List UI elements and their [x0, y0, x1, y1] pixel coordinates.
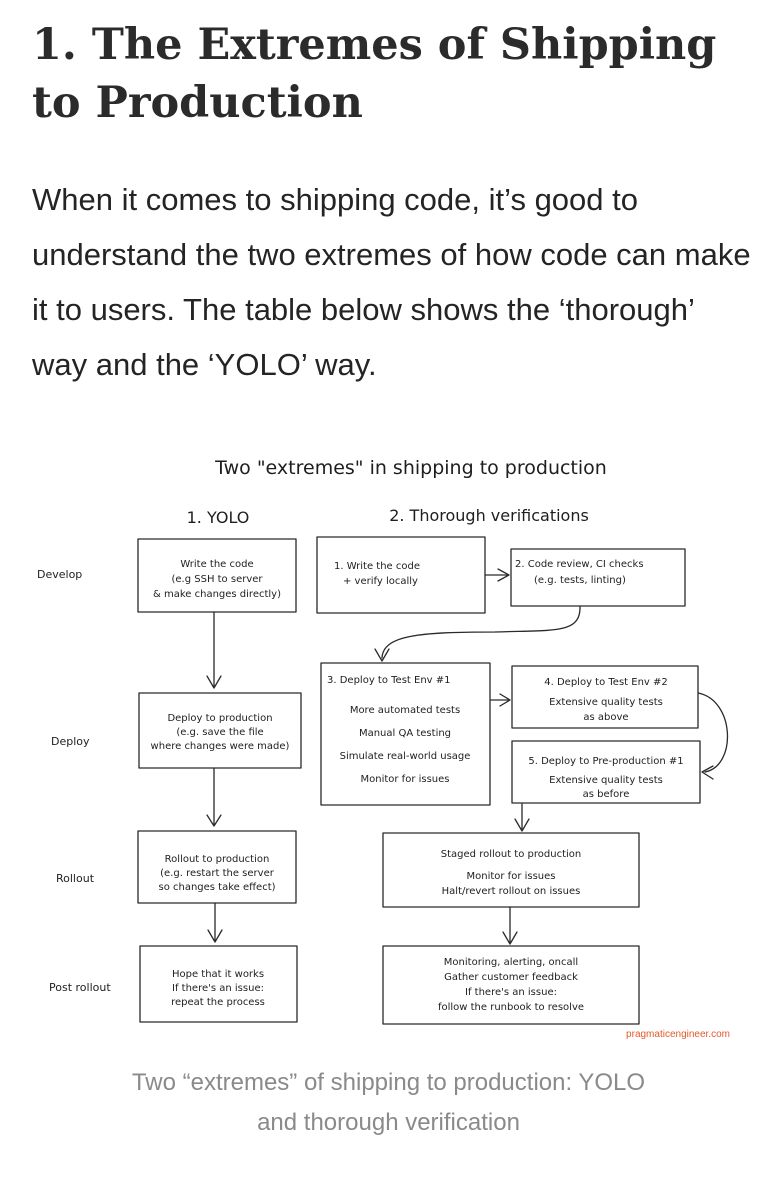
yolo-deploy-line-1: Deploy to production [167, 713, 272, 724]
arrow-write-to-review [484, 568, 510, 582]
thorough-test2-box [511, 665, 699, 729]
yolo-develop-line-3: & make changes directly) [153, 589, 281, 600]
row-label-deploy: Deploy [51, 735, 90, 748]
yolo-post-line-3: repeat the process [171, 997, 265, 1008]
thorough-post-line-1: Monitoring, alerting, oncall [444, 957, 578, 968]
column-heading-yolo: 1. YOLO [187, 508, 250, 527]
arrow-deploy-to-rollout [206, 767, 222, 827]
thorough-write-line-1: 1. Write the code [334, 561, 420, 572]
thorough-test1-item-2: Manual QA testing [359, 728, 451, 739]
yolo-rollout-line-1: Rollout to production [165, 854, 270, 865]
thorough-test2-line-3: as above [583, 712, 628, 723]
thorough-post-line-2: Gather customer feedback [444, 972, 578, 983]
thorough-test1-item-1: More automated tests [350, 705, 460, 716]
intro-paragraph: When it comes to shipping code, it’s goo… [32, 182, 751, 382]
arrow-preprod-to-rollout [514, 803, 530, 832]
thorough-preprod-line-3: as before [583, 789, 630, 800]
thorough-test2-line-2: Extensive quality tests [549, 697, 663, 708]
thorough-post-line-4: follow the runbook to resolve [438, 1002, 584, 1013]
column-heading-thorough: 2. Thorough verifications [389, 506, 589, 525]
arrow-test2-to-preprod [697, 692, 729, 780]
thorough-rollout-box [382, 832, 640, 908]
diagram-canvas: Two "extremes" in shipping to production… [37, 457, 730, 1040]
arrow-develop-to-deploy [206, 611, 222, 689]
yolo-post-line-1: Hope that it works [172, 969, 264, 980]
figure-caption: Two “extremes” of shipping to production… [131, 1069, 646, 1136]
arrow-review-to-test1 [374, 605, 581, 662]
thorough-post-box [382, 945, 640, 1025]
thorough-preprod-line-2: Extensive quality tests [549, 775, 663, 786]
yolo-develop-line-1: Write the code [180, 559, 253, 570]
thorough-review-line-1: 2. Code review, CI checks [515, 559, 644, 570]
thorough-write-box [316, 536, 486, 614]
diagram-title: Two "extremes" in shipping to production [214, 457, 607, 479]
shipping-diagram: Two "extremes" in shipping to production… [25, 438, 752, 1050]
thorough-test2-line-1: 4. Deploy to Test Env #2 [544, 677, 668, 688]
arrow-rollout-to-post [207, 902, 223, 943]
yolo-rollout-line-2: (e.g. restart the server [160, 868, 275, 879]
yolo-rollout-line-3: so changes take effect) [158, 882, 275, 893]
thorough-write-line-2: + verify locally [343, 576, 418, 587]
yolo-develop-line-2: (e.g SSH to server [171, 574, 263, 585]
article-heading: 1. The Extremes of Shipping to Productio… [32, 20, 717, 128]
yolo-deploy-box [138, 692, 302, 769]
thorough-preprod-line-1: 5. Deploy to Pre-production #1 [528, 756, 683, 767]
thorough-test1-box [320, 662, 491, 806]
yolo-develop-box [137, 538, 297, 613]
thorough-post-line-3: If there's an issue: [465, 987, 557, 998]
yolo-deploy-line-3: where changes were made) [151, 741, 290, 752]
yolo-post-line-2: If there's an issue: [172, 983, 264, 994]
thorough-test1-item-3: Simulate real-world usage [340, 751, 471, 762]
thorough-test1-title: 3. Deploy to Test Env #1 [327, 675, 451, 686]
thorough-test1-item-4: Monitor for issues [360, 774, 449, 785]
yolo-rollout-box [137, 830, 297, 904]
thorough-rollout-line-2: Monitor for issues [466, 871, 555, 882]
row-label-develop: Develop [37, 568, 82, 581]
yolo-deploy-line-2: (e.g. save the file [176, 727, 263, 738]
thorough-rollout-line-3: Halt/revert rollout on issues [442, 886, 581, 897]
thorough-review-box [510, 548, 686, 607]
arrow-rollout-to-post-thorough [502, 906, 518, 945]
thorough-rollout-line-1: Staged rollout to production [441, 849, 581, 860]
yolo-post-box [139, 945, 298, 1023]
thorough-preprod-box [511, 740, 701, 804]
arrow-test1-to-test2 [490, 693, 511, 707]
thorough-review-line-2: (e.g. tests, linting) [534, 575, 626, 586]
row-label-post-rollout: Post rollout [49, 981, 111, 994]
credit-watermark: pragmaticengineer.com [626, 1029, 730, 1040]
row-label-rollout: Rollout [56, 872, 95, 885]
